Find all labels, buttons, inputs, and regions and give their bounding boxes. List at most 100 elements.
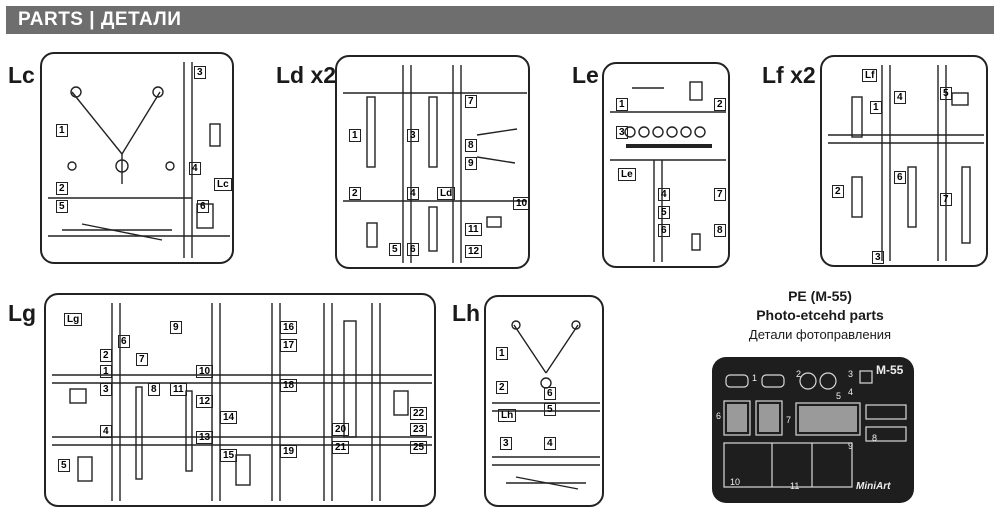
sprue-label-lf: Lf x2 <box>762 62 816 88</box>
pe-number: 4 <box>848 387 854 397</box>
sprue-number: 1 <box>349 129 361 142</box>
sprue-number: 7 <box>714 188 726 201</box>
sprue-number: 18 <box>280 379 298 392</box>
sprue-number: 2 <box>56 182 68 195</box>
sprue-number: 4 <box>100 425 112 438</box>
sprue-number: 11 <box>170 383 187 396</box>
sprue-tag: Lg <box>64 313 83 326</box>
sprue-number: 4 <box>407 187 419 200</box>
sprue-number: 6 <box>197 200 209 213</box>
sprue-number: 5 <box>544 403 556 416</box>
sprue-tag: Lc <box>214 178 232 191</box>
sprue-lf-drawing <box>828 65 984 261</box>
sprue-number: 19 <box>280 445 298 458</box>
sprue-number: 2 <box>349 187 361 200</box>
pe-number: 5 <box>836 391 842 401</box>
sprue-number: 6 <box>544 387 556 400</box>
pe-number: 7 <box>786 415 792 425</box>
sprue-label-lc: Lc <box>8 62 35 88</box>
pe-fret-drawing <box>723 370 907 488</box>
sprue-number: 5 <box>389 243 401 256</box>
sprue-lh: 1 2 3 4 5 6 Lh <box>484 295 604 507</box>
sprue-number: 7 <box>940 193 952 206</box>
sprue-number: 11 <box>465 223 482 236</box>
sprue-number: 10 <box>196 365 214 378</box>
sprue-number: 5 <box>58 459 70 472</box>
sprue-number: 21 <box>332 441 350 454</box>
sprue-number: 1 <box>496 347 508 360</box>
sprue-number: 1 <box>56 124 68 137</box>
sprue-number: 7 <box>136 353 148 366</box>
sprue-label-le: Le <box>572 62 599 88</box>
sprue-number: 14 <box>220 411 238 424</box>
sprue-number: 3 <box>616 126 628 139</box>
sprue-number: 3 <box>194 66 206 79</box>
pe-number: 1 <box>752 373 758 383</box>
sprue-number: 3 <box>100 383 112 396</box>
pe-subtitle-ru: Детали фотоправления <box>748 327 892 342</box>
sprue-lf: 1 2 3 4 5 6 7 Lf <box>820 55 988 267</box>
sprue-lg-drawing <box>52 303 432 501</box>
pe-fret: M-55 MiniArt 1 2 3 4 5 6 7 8 9 10 11 <box>712 357 914 503</box>
sprue-label-lh: Lh <box>452 300 481 326</box>
sprue-number: 3 <box>872 251 884 264</box>
sprue-number: 4 <box>658 188 670 201</box>
pe-number: 11 <box>790 481 800 491</box>
sprue-number: 3 <box>407 129 419 142</box>
sprue-le: 1 2 3 4 5 6 7 8 Le <box>602 62 730 268</box>
sprue-number: 6 <box>118 335 130 348</box>
section-header: PARTS | ДЕТАЛИ <box>6 6 994 34</box>
sprue-number: 17 <box>280 339 298 352</box>
pe-fret-code: M-55 <box>876 363 904 377</box>
sprue-number: 12 <box>465 245 483 258</box>
section-title: PARTS | ДЕТАЛИ <box>18 9 182 30</box>
sprue-number: 6 <box>658 224 670 237</box>
pe-number: 10 <box>730 477 741 487</box>
sprue-lg: 1 2 3 4 5 6 7 8 9 10 11 12 13 14 15 16 1… <box>44 293 436 507</box>
pe-number: 6 <box>716 411 722 421</box>
sprue-number: 1 <box>870 101 882 114</box>
sprue-number: 13 <box>196 431 214 444</box>
sprue-lc-drawing <box>48 62 230 258</box>
pe-number: 9 <box>848 441 854 451</box>
sprue-number: 9 <box>465 157 477 170</box>
sprue-number: 16 <box>280 321 298 334</box>
sprue-number: 2 <box>714 98 726 111</box>
sprue-number: 9 <box>170 321 182 334</box>
sprue-number: 2 <box>832 185 844 198</box>
sprue-label-lg: Lg <box>8 300 37 326</box>
sprue-lc: 1 2 3 4 5 6 Lc <box>40 52 234 264</box>
sprue-number: 4 <box>189 162 201 175</box>
sprue-number: 7 <box>465 95 477 108</box>
sprue-number: 3 <box>500 437 512 450</box>
sprue-number: 10 <box>513 197 531 210</box>
sprue-tag: Le <box>618 168 636 181</box>
sprue-ld: 1 2 3 4 5 6 7 8 9 10 11 12 Ld <box>335 55 531 269</box>
sprue-le-drawing <box>610 81 726 262</box>
sprue-number: 20 <box>332 423 350 436</box>
sprue-tag: Lh <box>498 409 517 422</box>
sprue-number: 4 <box>894 91 906 104</box>
pe-number: 8 <box>872 433 878 443</box>
pe-number: 3 <box>848 369 854 379</box>
sprue-number: 1 <box>100 365 112 378</box>
sprue-number: 2 <box>496 381 508 394</box>
sprue-tag: Ld <box>437 187 456 200</box>
sprue-number: 12 <box>196 395 214 408</box>
sprue-number: 23 <box>410 423 428 436</box>
sprue-number: 6 <box>407 243 419 256</box>
sprue-number: 8 <box>714 224 726 237</box>
sprue-number: 5 <box>56 200 68 213</box>
sprue-number: 15 <box>220 449 238 462</box>
sprue-number: 5 <box>940 87 952 100</box>
sprue-number: 8 <box>148 383 160 396</box>
pe-subtitle: Photo-etcehd parts <box>756 307 884 323</box>
sprue-label-ld: Ld x2 <box>276 62 337 88</box>
sprue-number: 6 <box>894 171 906 184</box>
sprue-number: 8 <box>465 139 477 152</box>
pe-brand: MiniArt <box>856 481 891 492</box>
sprue-number: 25 <box>410 441 428 454</box>
sprue-tag: Lf <box>862 69 878 82</box>
pe-title: PE (M-55) <box>788 288 852 304</box>
pe-number: 2 <box>796 369 802 379</box>
